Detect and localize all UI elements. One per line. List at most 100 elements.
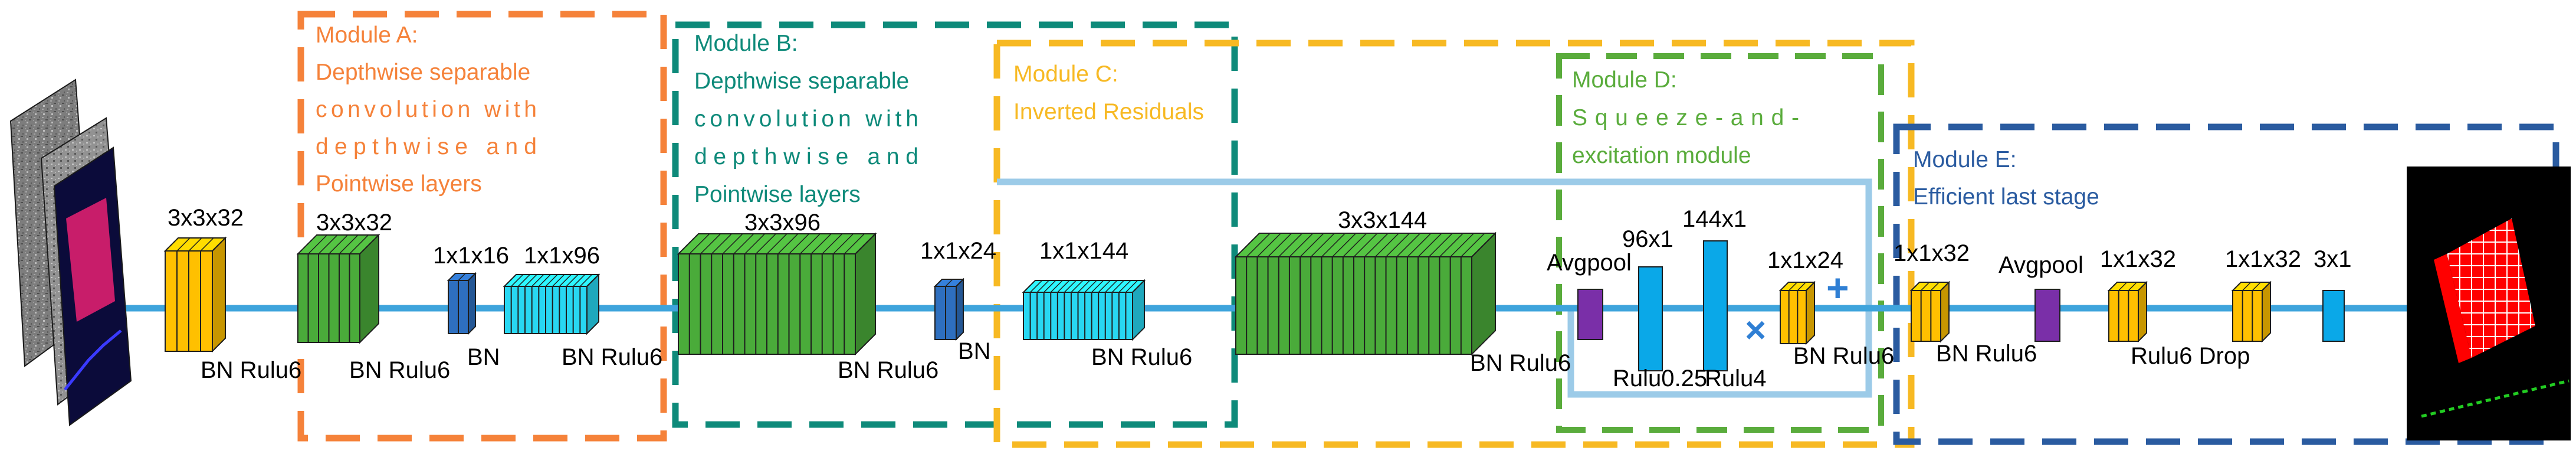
block-conv-3x3x144-slice-top <box>1439 233 1463 257</box>
module-a-box <box>297 11 667 442</box>
input-image-target-region <box>66 198 115 322</box>
block-conv-3x3x144-slice-top <box>1278 233 1303 257</box>
block-conv-3x3x32-b-slice-top <box>328 234 349 254</box>
block-conv-3x3x96-slice-top <box>799 233 821 254</box>
block-conv-3x3x32-a-slice-top <box>188 237 202 252</box>
module-c-caption: Module C: Inverted Residuals <box>1013 61 1204 125</box>
label-conv-3x3x32-b: 3x3x32 <box>316 210 392 236</box>
layer-blocks <box>163 231 2345 371</box>
block-conv-3x3x144-slice-top <box>1300 233 1324 257</box>
block-conv-1x1x32-c-front <box>2232 290 2263 342</box>
block-conv-3x3x96-slice-top <box>711 233 732 254</box>
block-conv-1x1x144-slice-top <box>1105 280 1118 293</box>
label-bn-relu6-8: BN Rulu6 <box>1936 341 2037 367</box>
module-c-box <box>993 40 1915 448</box>
block-conv-1x1x144-slice-top <box>1077 280 1091 293</box>
block-conv-1x1x16-side <box>468 272 476 335</box>
block-conv-3x3x144-slice-top <box>1256 233 1281 257</box>
label-output-3x1: 3x1 <box>2314 246 2352 272</box>
residual-connection <box>997 178 1872 398</box>
block-conv-1x1x32-c-slice-top <box>2242 282 2252 291</box>
block-conv-1x1x32-c-slice-top <box>2252 282 2261 291</box>
block-conv-3x3x144-slice-top <box>1268 233 1292 257</box>
block-conv-1x1x144-slice-top <box>1036 280 1049 293</box>
module-e-box <box>1893 123 2559 445</box>
layer-labels: 3x3x32 BN Rulu6 3x3x32 BN Rulu6 1x1x16 B… <box>168 205 2352 391</box>
block-conv-1x1x32-a-slice-top <box>1921 282 1930 291</box>
block-conv-3x3x96-slice-top <box>755 233 776 254</box>
module-d-box <box>1556 53 1884 433</box>
block-conv-3x3x144-slice-top <box>1353 233 1378 257</box>
label-conv-1x1x96: 1x1x96 <box>524 243 600 269</box>
block-conv-3x3x32-b-slice-top <box>339 234 359 254</box>
input-image-stack <box>9 79 132 426</box>
label-bn-relu6-4: BN Rulu6 <box>838 357 938 383</box>
block-conv-3x3x96-slice-top <box>777 233 799 254</box>
label-conv-1x1x24-a: 1x1x24 <box>920 238 996 264</box>
module-a-line-2: convolution with <box>316 97 537 122</box>
block-conv-3x3x96-slice-top <box>689 233 710 254</box>
block-output-3x1 <box>2322 290 2345 342</box>
module-b-line-1: Depthwise separable <box>694 68 909 94</box>
label-bn-relu6-2: BN Rulu6 <box>349 357 450 383</box>
block-avgpool-2 <box>2034 289 2060 342</box>
block-conv-1x1x144-slice-top <box>1057 280 1070 293</box>
block-conv-3x3x96-slice-top <box>766 233 787 254</box>
block-conv-1x1x144-slice-top <box>1125 280 1138 293</box>
block-conv-3x3x144-slice-top <box>1417 233 1442 257</box>
block-conv-3x3x32-a-slice-top <box>176 237 191 252</box>
block-conv-1x1x24-b-side <box>1806 280 1815 345</box>
block-conv-1x1x144-slice-top <box>1091 280 1104 293</box>
block-conv-1x1x144-slice-top <box>1043 280 1056 293</box>
label-conv-1x1x144: 1x1x144 <box>1039 238 1128 264</box>
label-bn-1: BN <box>467 344 500 370</box>
block-conv-1x1x144-slice-top <box>1111 280 1124 293</box>
block-conv-1x1x96-slice-top <box>552 274 565 287</box>
block-conv-1x1x32-b-front <box>2108 290 2139 342</box>
block-conv-1x1x144-slice-top <box>1050 280 1063 293</box>
module-a-title: Module A: <box>316 22 418 48</box>
block-conv-1x1x96-slice-top <box>545 274 558 287</box>
block-conv-1x1x24-a-side <box>956 278 964 341</box>
module-e-title: Module E: <box>1913 147 2017 172</box>
block-conv-3x3x96-slice-top <box>700 233 721 254</box>
block-conv-3x3x32-b-slice-top <box>349 234 369 254</box>
block-conv-1x1x96-slice-top <box>517 274 530 287</box>
module-b-box <box>672 21 1238 428</box>
block-conv-3x3x144-slice-top <box>1246 233 1271 257</box>
block-conv-1x1x16-slice-top <box>458 273 466 281</box>
block-conv-1x1x96-slice-top <box>573 274 586 287</box>
block-conv-3x3x96 <box>677 232 877 356</box>
output-segmentation-mask <box>2447 218 2535 358</box>
block-conv-3x3x96-slice-top <box>822 233 843 254</box>
output-image <box>2407 167 2571 440</box>
block-conv-1x1x144-slice-top <box>1064 280 1077 293</box>
block-conv-1x1x32-b <box>2107 280 2148 343</box>
block-conv-3x3x144-slice-top <box>1321 233 1346 257</box>
module-d-caption: Module D: Squeeze-and- excitation module <box>1572 67 1799 168</box>
block-conv-1x1x96-slice-top <box>511 274 524 287</box>
block-avgpool-1 <box>1577 289 1603 340</box>
block-conv-1x1x96-slice-top <box>566 274 579 287</box>
module-b-line-4: Pointwise layers <box>694 182 861 207</box>
block-conv-1x1x32-a-side <box>1940 280 1950 343</box>
block-conv-1x1x24-a-slice-top <box>945 279 953 287</box>
module-c-line-1: Inverted Residuals <box>1013 99 1204 125</box>
block-conv-1x1x144 <box>1022 279 1146 341</box>
block-conv-3x3x32-a-slice-top <box>200 237 214 252</box>
label-conv-3x3x96: 3x3x96 <box>744 210 821 236</box>
label-relu6-dropout: Rulu6 Drop <box>2131 343 2250 369</box>
block-conv-1x1x144-slice-top <box>1071 280 1084 293</box>
module-b-line-3: depthwise and <box>694 144 918 169</box>
module-e-caption: Module E: Efficient last stage <box>1913 147 2099 210</box>
block-conv-3x3x32-b <box>296 233 380 344</box>
label-bn-relu6-7: BN Rulu6 <box>1793 343 1894 369</box>
label-conv-3x3x32-a: 3x3x32 <box>168 205 244 231</box>
block-conv-1x1x96-slice-top <box>538 274 551 287</box>
block-conv-3x3x144-slice-top <box>1396 233 1421 257</box>
block-conv-1x1x96-slice-top <box>559 274 572 287</box>
block-conv-3x3x32-b-slice-top <box>318 234 338 254</box>
module-a-caption: Module A: Depthwise separable convolutio… <box>316 22 537 197</box>
block-conv-3x3x96-side <box>855 232 876 356</box>
block-conv-1x1x32-a-front <box>1911 290 1941 342</box>
